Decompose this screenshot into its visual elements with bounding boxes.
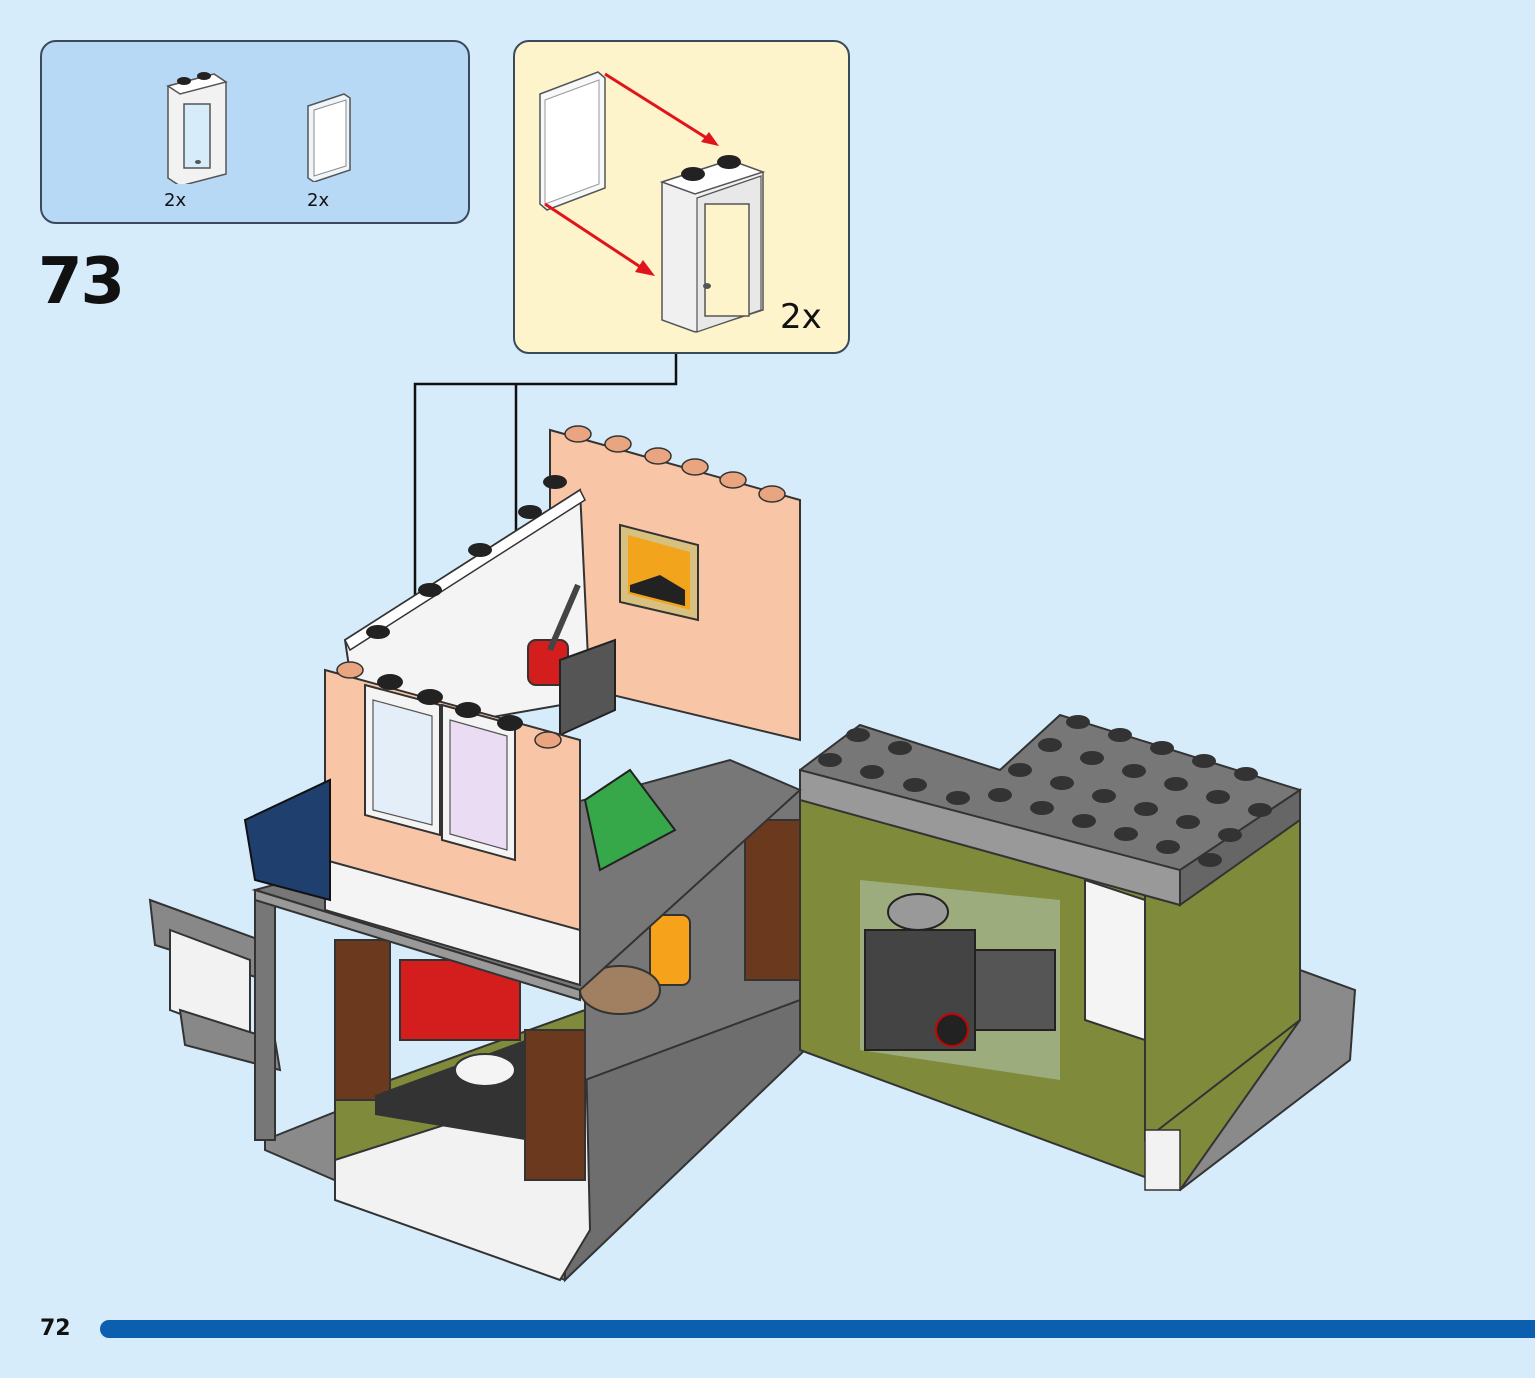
- window-glass-icon: [304, 90, 354, 182]
- subassembly-callout: 2x: [513, 40, 850, 354]
- step-number: 73: [38, 245, 125, 319]
- subassembly-diagram: [539, 71, 766, 333]
- callout-quantity: 2x: [780, 297, 822, 337]
- page-number: 72: [40, 1316, 71, 1341]
- window-frame-icon: [162, 64, 232, 184]
- part-quantity: 2x: [307, 190, 330, 211]
- part-quantity: 2x: [164, 190, 187, 211]
- model-illustration: [148, 354, 1357, 1283]
- parts-list-box: 2x 2x: [40, 40, 470, 224]
- progress-bar: [100, 1320, 1535, 1338]
